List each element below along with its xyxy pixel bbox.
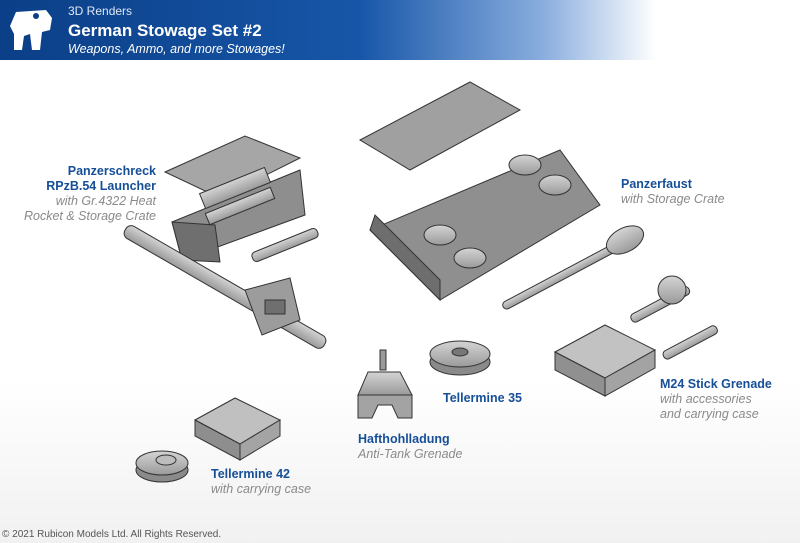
panzerfaust-render [502, 225, 645, 310]
hafthohlladung-render [357, 349, 413, 419]
hafthohlladung-name: Hafthohlladung [358, 432, 450, 446]
panzerfaust-name: Panzerfaust [621, 177, 692, 191]
m24-desc-line2: and carrying case [660, 407, 759, 421]
tellermine42-name: Tellermine 42 [211, 467, 290, 481]
label-panzerschreck: Panzerschreck RPzB.54 Launcher with Gr.4… [20, 164, 156, 224]
panzerschreck-name-line2: RPzB.54 Launcher [46, 179, 156, 193]
copyright-footer: © 2021 Rubicon Models Ltd. All Rights Re… [2, 529, 222, 540]
header-banner: 3D Renders German Stowage Set #2 Weapons… [0, 0, 800, 60]
panzerfaust-desc: with Storage Crate [621, 192, 725, 206]
label-tellermine42: Tellermine 42 with carrying case [211, 467, 351, 497]
tellermine42-render [135, 450, 189, 483]
m24-grenade-render [630, 275, 718, 360]
panzerschreck-launcher-render [123, 225, 327, 349]
m24-name: M24 Stick Grenade [660, 377, 772, 391]
tellermine35-name: Tellermine 35 [443, 391, 522, 405]
rubicon-logo-icon [10, 10, 52, 50]
panzerschreck-desc-line1: with Gr.4322 Heat [55, 194, 156, 208]
m24-carrying-case-render [553, 324, 657, 397]
hafthohlladung-desc: Anti-Tank Grenade [358, 447, 463, 461]
page-title: German Stowage Set #2 [68, 21, 262, 40]
panzerschreck-desc-line2: Rocket & Storage Crate [23, 209, 156, 223]
page-subtitle: Weapons, Ammo, and more Stowages! [68, 42, 285, 56]
tellermine42-desc: with carrying case [211, 482, 312, 496]
panzerfaust-crate-render [358, 81, 601, 302]
tellermine35-render [429, 340, 491, 376]
panzerschreck-rocket-render [251, 227, 319, 263]
label-panzerfaust: Panzerfaust with Storage Crate [621, 177, 781, 207]
panzerschreck-name-line1: Panzerschreck [67, 164, 156, 178]
m24-desc-line1: with accessories [660, 392, 752, 406]
panzerschreck-crate-render [163, 135, 306, 263]
tellermine42-case-render [193, 397, 282, 461]
label-tellermine35: Tellermine 35 [443, 391, 563, 406]
label-m24: M24 Stick Grenade with accessories and c… [660, 377, 796, 422]
header-kicker: 3D Renders [68, 4, 133, 18]
label-hafthohlladung: Hafthohlladung Anti-Tank Grenade [358, 432, 498, 462]
